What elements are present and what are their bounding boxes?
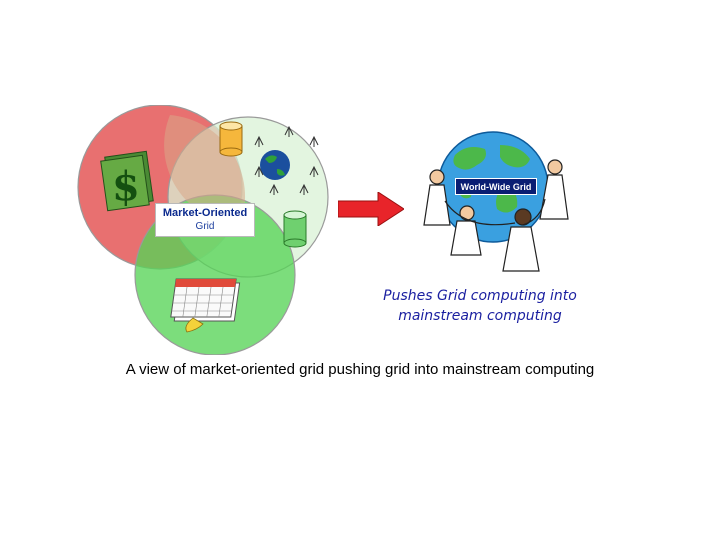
figure-caption: A view of market-oriented grid pushing g… bbox=[125, 361, 595, 378]
database-icon bbox=[219, 121, 243, 157]
calendar-icon bbox=[170, 278, 241, 333]
tagline-line1: Pushes Grid computing into bbox=[383, 288, 577, 304]
svg-text:$: $ bbox=[112, 163, 140, 210]
dollar-icon: $ bbox=[100, 150, 154, 212]
market-oriented-grid-label: Market-Oriented Grid bbox=[155, 203, 255, 237]
tagline-line2: mainstream computing bbox=[398, 308, 562, 324]
tagline: Pushes Grid computing into mainstream co… bbox=[350, 286, 610, 326]
globe-icon bbox=[260, 150, 290, 180]
world-wide-grid-label: World-Wide Grid bbox=[455, 178, 537, 195]
database-icon bbox=[283, 210, 307, 248]
venn-label-line1: Market-Oriented bbox=[162, 207, 248, 219]
venn-label-line2: Grid bbox=[195, 221, 215, 232]
arrow-right-icon bbox=[338, 192, 404, 226]
people-around-globe-icon bbox=[423, 131, 569, 272]
tower-icons bbox=[254, 125, 319, 195]
